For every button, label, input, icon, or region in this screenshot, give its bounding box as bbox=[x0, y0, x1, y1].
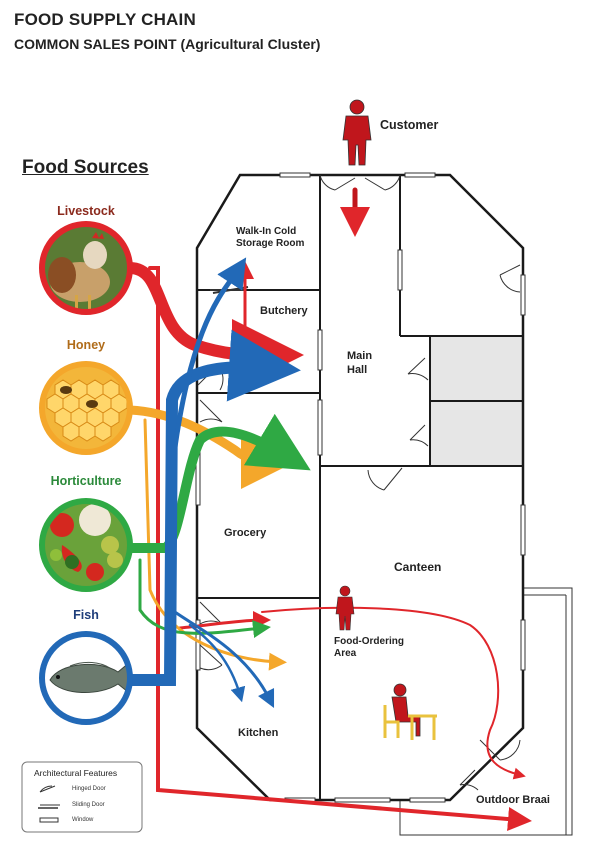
building-outline bbox=[195, 173, 525, 802]
legend-hinged-door: Hinged Door bbox=[72, 786, 106, 792]
source-label-fish: Fish bbox=[73, 608, 99, 622]
room-canteen: Canteen bbox=[394, 560, 442, 574]
customer-person-icon bbox=[342, 99, 372, 166]
diagram-title: FOOD SUPPLY CHAIN bbox=[14, 10, 196, 29]
source-label-honey: Honey bbox=[66, 338, 106, 352]
outdoor-braai-outline bbox=[399, 587, 573, 836]
legend-window: Window bbox=[72, 817, 94, 823]
source-label-livestock: Livestock bbox=[57, 204, 115, 218]
room-kitchen: Kitchen bbox=[238, 727, 279, 739]
fish-photo bbox=[39, 631, 133, 725]
interior-walls bbox=[197, 175, 523, 800]
legend-sliding-door: Sliding Door bbox=[72, 802, 105, 808]
livestock-photo bbox=[39, 221, 133, 315]
legend-title: Architectural Features bbox=[34, 768, 118, 778]
customer-label: Customer bbox=[380, 118, 439, 132]
room-main-hall: Main Hall bbox=[347, 350, 373, 376]
annex-rooms bbox=[429, 335, 524, 467]
room-cold-storage: Walk-In Cold Storage Room bbox=[236, 226, 305, 249]
room-butchery: Butchery bbox=[260, 305, 308, 317]
room-grocery: Grocery bbox=[224, 527, 267, 539]
diagram-subtitle: COMMON SALES POINT (Agricultural Cluster… bbox=[14, 36, 321, 52]
windows bbox=[195, 172, 526, 803]
room-food-ordering: Food-Ordering Area bbox=[334, 636, 404, 659]
flow-arrows bbox=[124, 187, 532, 831]
hinged-doors bbox=[197, 174, 521, 791]
source-label-horticulture: Horticulture bbox=[50, 474, 122, 488]
fish-flow bbox=[124, 329, 301, 686]
food-sources-heading: Food Sources bbox=[22, 157, 149, 178]
sliding-doors bbox=[210, 286, 249, 294]
legend-box bbox=[21, 761, 143, 833]
ordering-person-icon bbox=[335, 585, 355, 631]
room-outdoor-braai: Outdoor Braai bbox=[476, 794, 550, 806]
honey-photo bbox=[39, 361, 133, 455]
diner-icon bbox=[383, 683, 437, 740]
horticulture-photo bbox=[39, 498, 133, 592]
